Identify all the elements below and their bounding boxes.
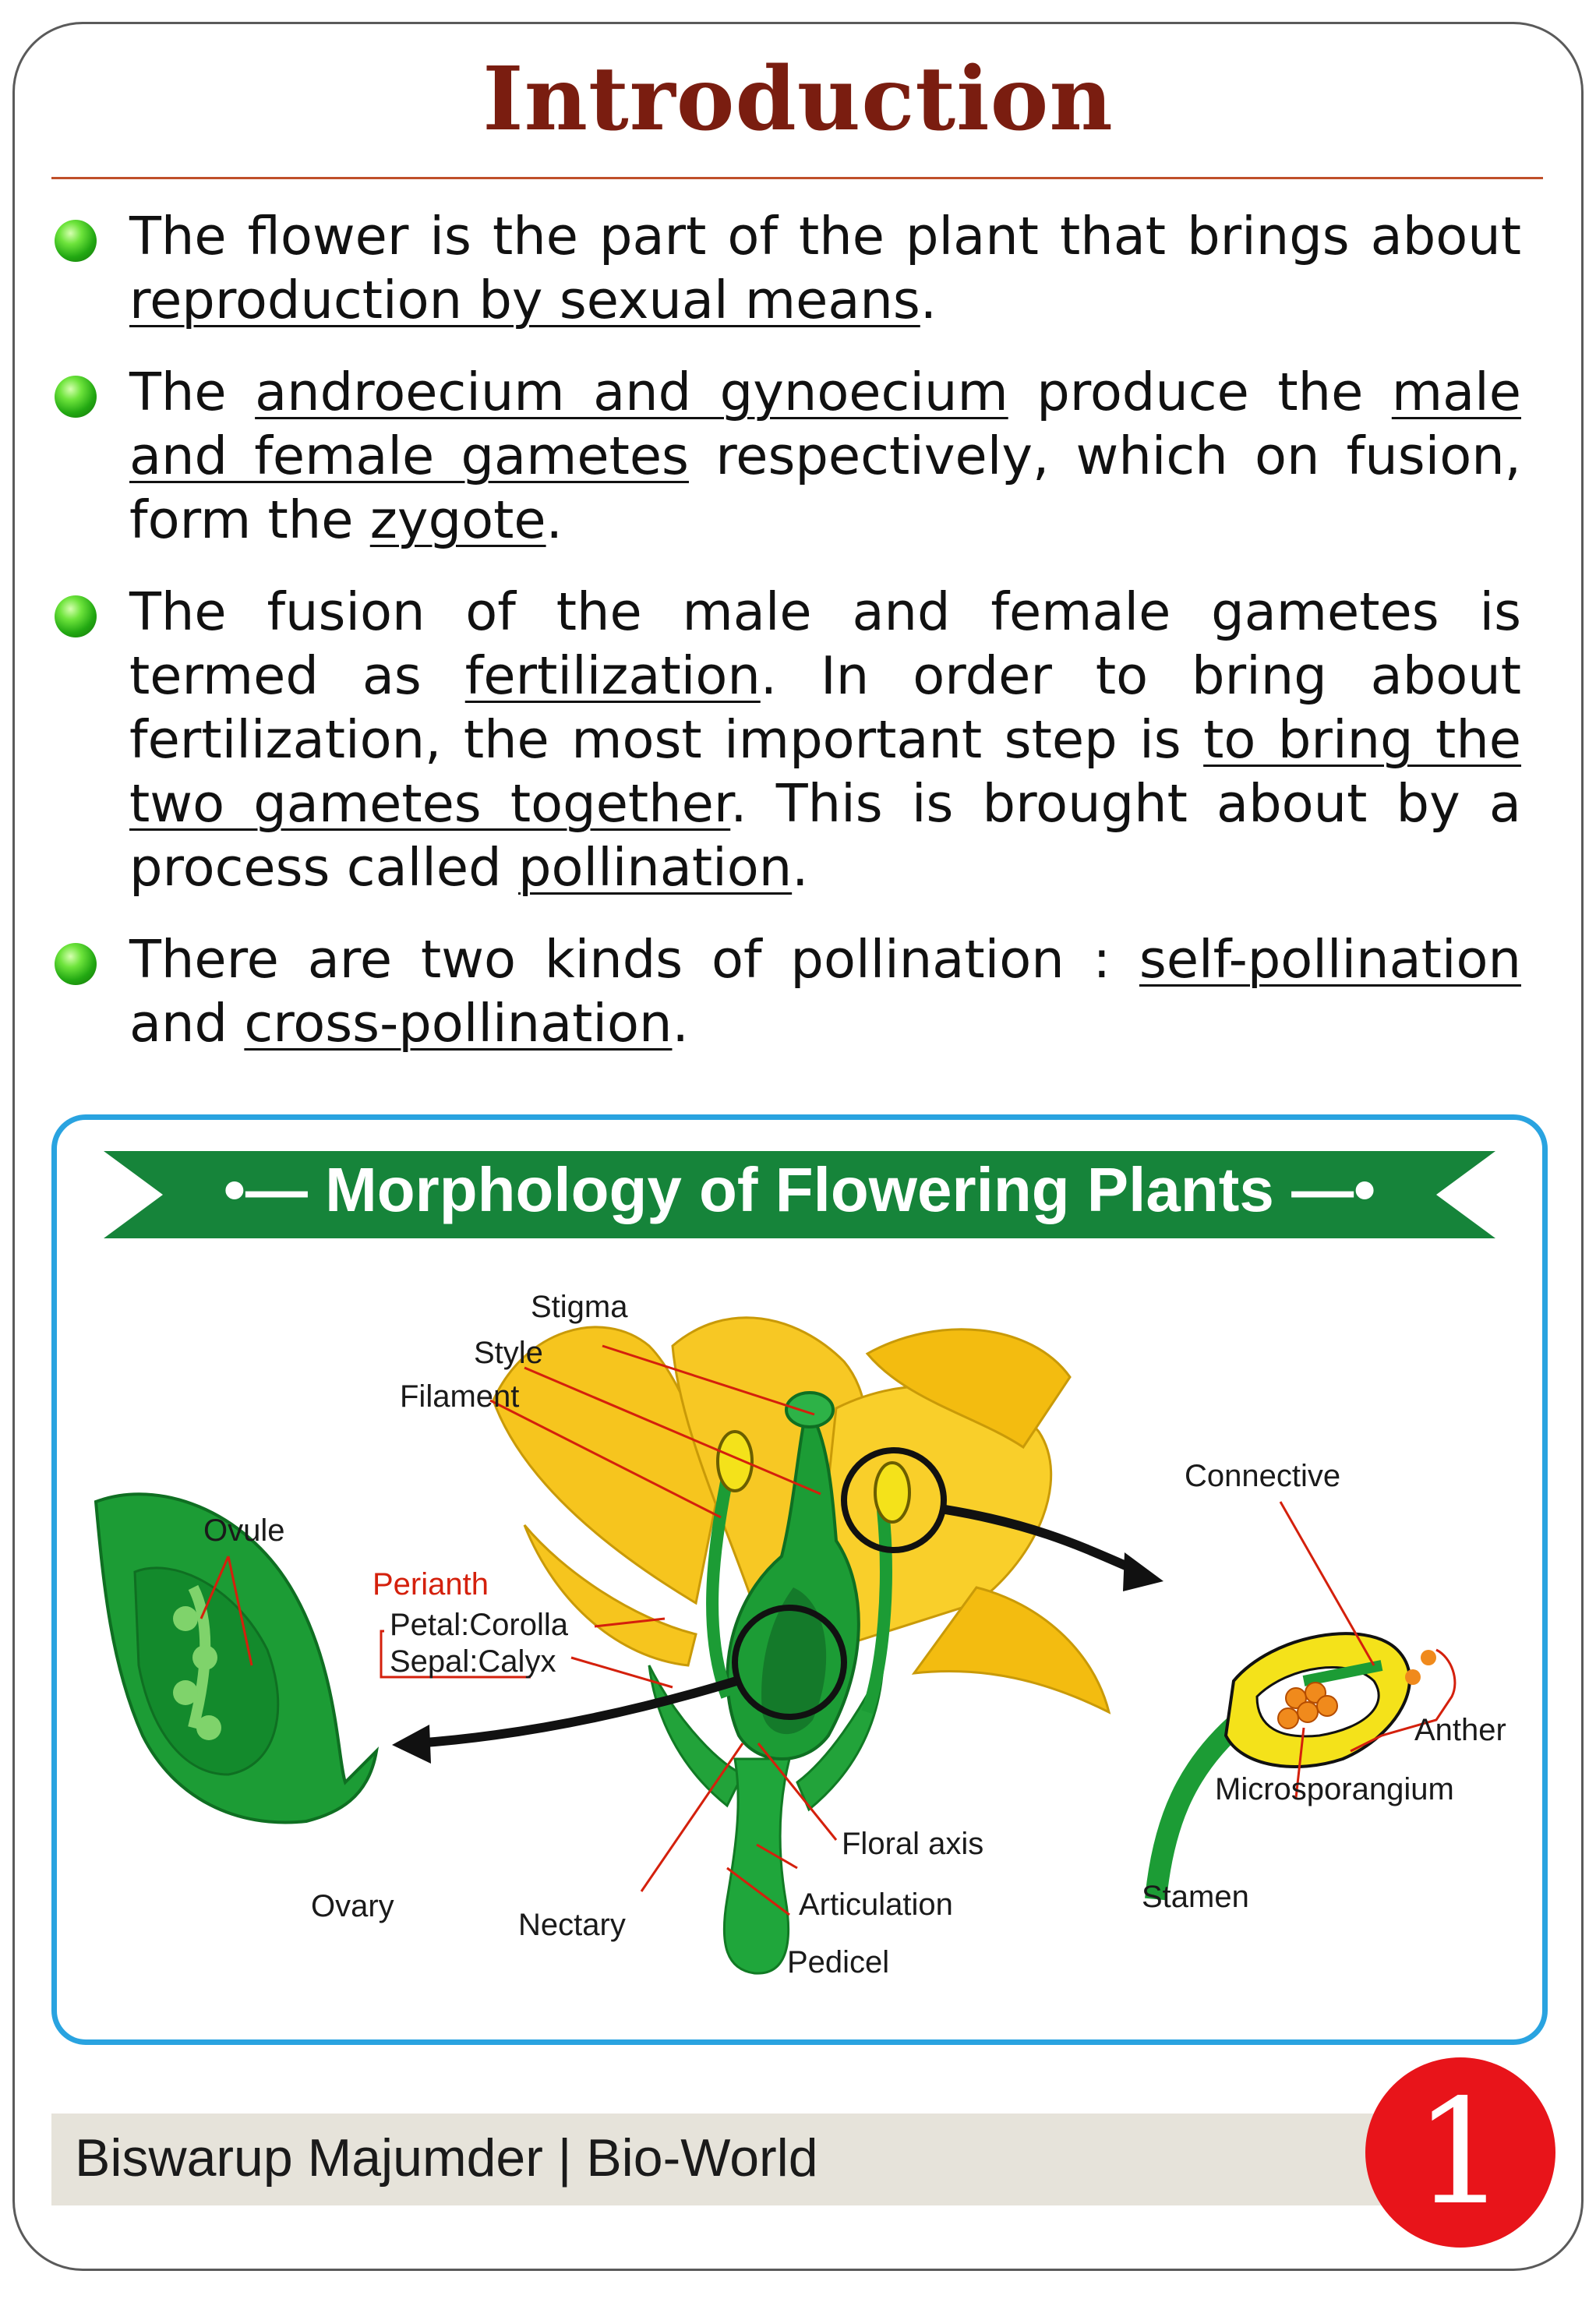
diagram-banner-title: •— Morphology of Flowering Plants —• bbox=[223, 1155, 1376, 1224]
stamen-detail bbox=[1145, 1632, 1457, 1901]
green-bullet-icon bbox=[55, 595, 97, 637]
flower-diagram-figure: •— Morphology of Flowering Plants —• bbox=[51, 1114, 1548, 2045]
label-microsporangium: Microsporangium bbox=[1215, 1772, 1454, 1806]
label-ovary: Ovary bbox=[311, 1889, 394, 1923]
label-nectary: Nectary bbox=[518, 1908, 626, 1942]
footer-bar: Biswarup Majumder | Bio-World bbox=[51, 2114, 1392, 2205]
bullet-item: The androecium and gynoecium produce the… bbox=[51, 360, 1521, 552]
label-perianth: Perianth bbox=[373, 1567, 489, 1601]
ovary-arrow bbox=[415, 1676, 738, 1748]
stamens bbox=[706, 1430, 911, 1714]
anther-arrowhead bbox=[1123, 1552, 1163, 1591]
footer-author: Biswarup Majumder | Bio-World bbox=[75, 2128, 818, 2188]
bullet-item: There are two kinds of pollination : sel… bbox=[51, 927, 1521, 1055]
green-bullet-icon bbox=[55, 376, 97, 418]
anther-zoom-circle bbox=[841, 1447, 947, 1553]
label-connective: Connective bbox=[1185, 1459, 1340, 1493]
page-title: Introduction bbox=[482, 48, 1114, 150]
green-bullet-icon bbox=[55, 220, 97, 262]
label-floral-axis: Floral axis bbox=[842, 1827, 983, 1861]
ovary-zoom-circle bbox=[732, 1605, 847, 1720]
bullet-text: The fusion of the male and female gamete… bbox=[129, 581, 1522, 898]
label-articulation: Articulation bbox=[799, 1888, 953, 1922]
label-stamen: Stamen bbox=[1142, 1880, 1249, 1914]
bullet-list: The flower is the part of the plant that… bbox=[51, 204, 1521, 1083]
anther-arrow bbox=[945, 1505, 1142, 1577]
banner-ribbon bbox=[104, 1151, 1495, 1238]
bullet-text: The androecium and gynoecium produce the… bbox=[129, 362, 1521, 550]
bullet-item: The fusion of the male and female gamete… bbox=[51, 580, 1521, 899]
label-ovule: Ovule bbox=[203, 1513, 285, 1548]
label-stigma: Stigma bbox=[531, 1290, 628, 1324]
label-pedicel: Pedicel bbox=[787, 1945, 889, 1979]
label-petal: Petal:Corolla bbox=[390, 1608, 569, 1642]
flower-sepals-axis bbox=[648, 1665, 885, 1975]
title-divider bbox=[51, 177, 1543, 179]
label-filament: Filament bbox=[400, 1379, 519, 1414]
page-number-badge: 1 bbox=[1365, 2057, 1555, 2248]
ovary-arrowhead bbox=[392, 1725, 431, 1764]
label-style: Style bbox=[474, 1336, 543, 1370]
label-sepal: Sepal:Calyx bbox=[390, 1644, 556, 1679]
label-anther: Anther bbox=[1414, 1713, 1506, 1747]
bullet-item: The flower is the part of the plant that… bbox=[51, 204, 1521, 332]
bullet-text: There are two kinds of pollination : sel… bbox=[129, 929, 1521, 1054]
leader-lines bbox=[200, 1344, 1375, 1916]
bullet-text: The flower is the part of the plant that… bbox=[129, 206, 1521, 330]
green-bullet-icon bbox=[55, 943, 97, 985]
pistil bbox=[726, 1391, 860, 1760]
flower-diagram: Stigma Style Filament Ovule Perianth Pet… bbox=[94, 1290, 1506, 1979]
